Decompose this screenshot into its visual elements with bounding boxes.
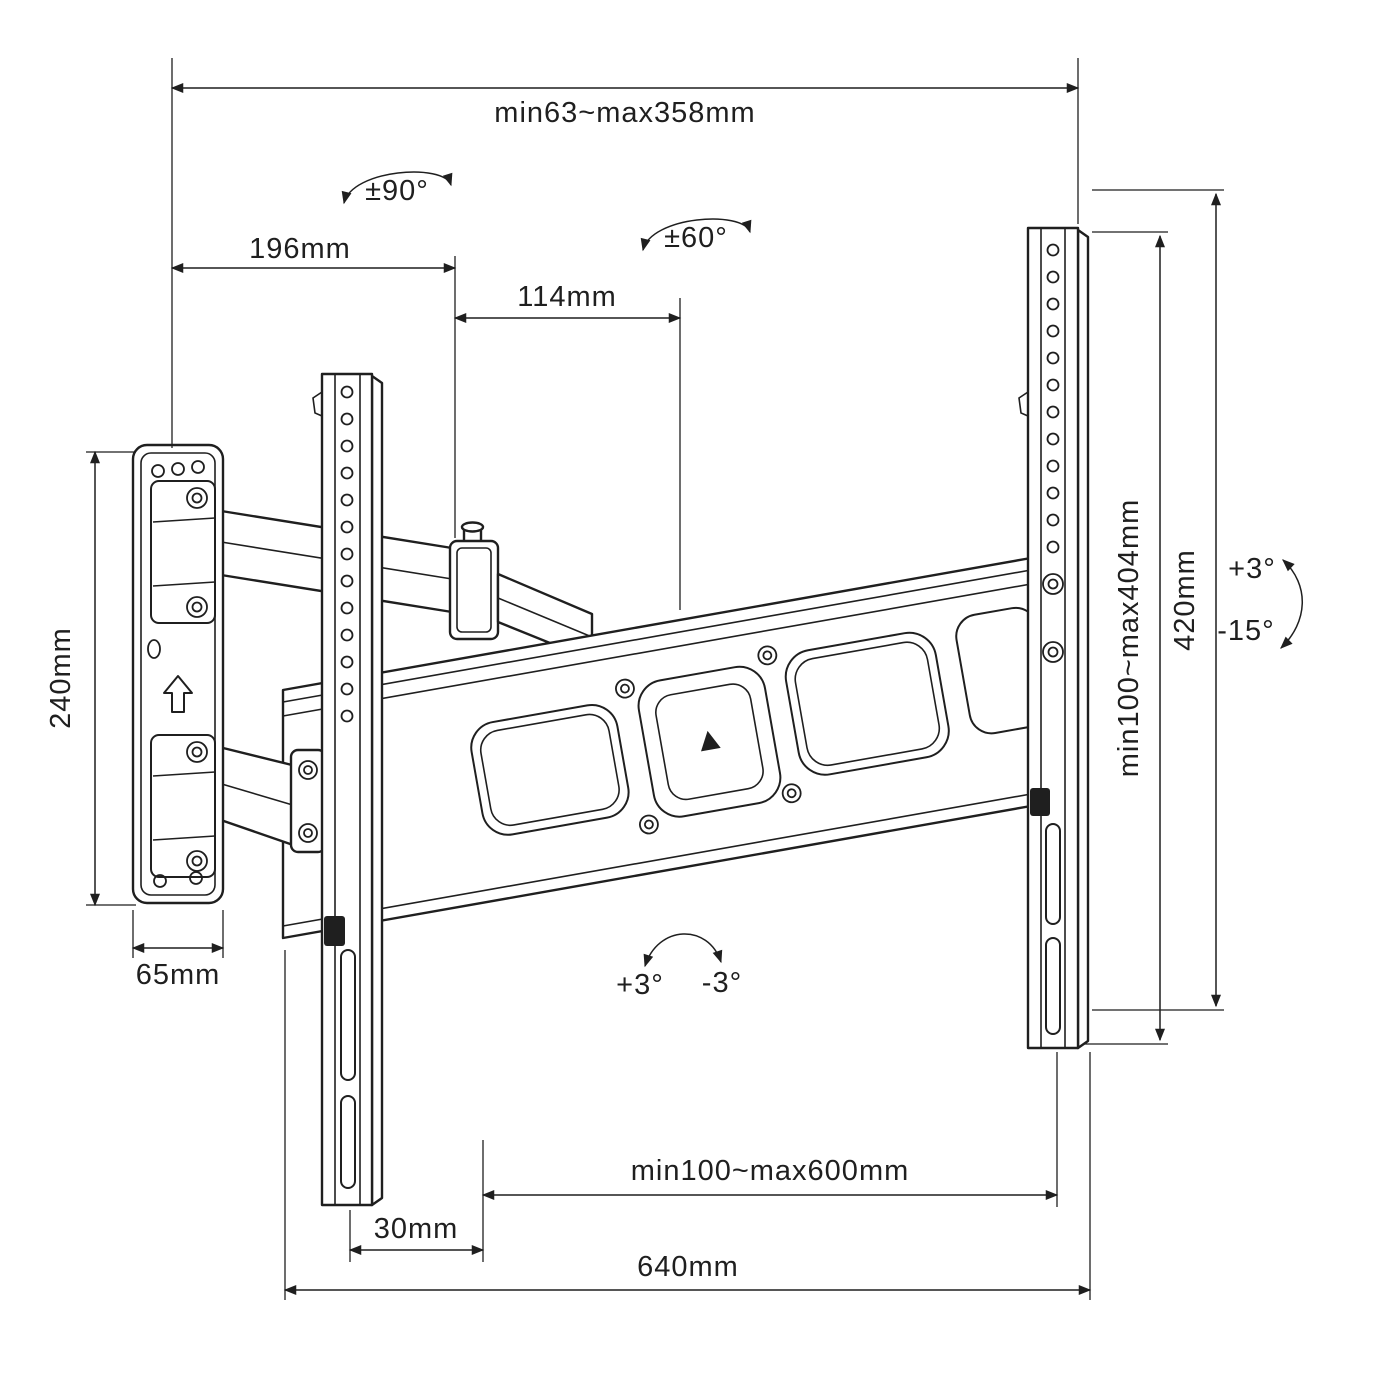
rail-lock-clip xyxy=(1030,788,1050,816)
left-vesa-rail xyxy=(312,372,384,1207)
up-arrow-icon xyxy=(163,675,193,713)
pivot-offset-label: 114mm xyxy=(517,281,617,313)
dimension-labels: min63~max358mm ±90° 196mm 114mm ±60° 240… xyxy=(45,97,1276,1283)
tilt-down-label: -15° xyxy=(1217,615,1275,647)
wall-plate xyxy=(131,443,225,905)
rail-offset-label: 30mm xyxy=(374,1213,459,1245)
bracket-width-label: 640mm xyxy=(637,1251,739,1283)
level-arc-icon xyxy=(643,933,723,968)
vesa-height-label: min100~max404mm xyxy=(1113,499,1145,778)
rail-lock-clip xyxy=(324,916,345,946)
wall-plate-width-label: 65mm xyxy=(136,959,221,991)
vesa-width-label: min100~max600mm xyxy=(631,1155,910,1187)
swivel-left-arc-icon xyxy=(341,171,453,205)
lower-swivel-arm xyxy=(213,744,327,854)
swivel-left-label: ±90° xyxy=(365,175,429,207)
main-bracket xyxy=(281,556,1052,940)
level-minus-label: -3° xyxy=(702,967,742,999)
logo-triangle-icon xyxy=(701,730,721,752)
swivel-right-arc-icon xyxy=(640,218,752,252)
right-vesa-rail xyxy=(1018,226,1090,1050)
arm-reach-label: 196mm xyxy=(249,233,351,265)
bracket-cutouts xyxy=(470,606,1052,836)
bracket-height-label: 420mm xyxy=(1169,549,1201,651)
extension-lines xyxy=(86,58,1224,1300)
tilt-arc-icon xyxy=(1280,559,1303,649)
upper-swivel-arm xyxy=(213,508,594,662)
tilt-up-label: +3° xyxy=(1228,553,1276,585)
dimension-lines xyxy=(90,83,1303,1295)
wall-plate-height-label: 240mm xyxy=(45,627,77,729)
extension-depth-label: min63~max358mm xyxy=(494,97,755,129)
swivel-right-label: ±60° xyxy=(664,222,728,254)
level-plus-label: +3° xyxy=(616,969,664,1001)
